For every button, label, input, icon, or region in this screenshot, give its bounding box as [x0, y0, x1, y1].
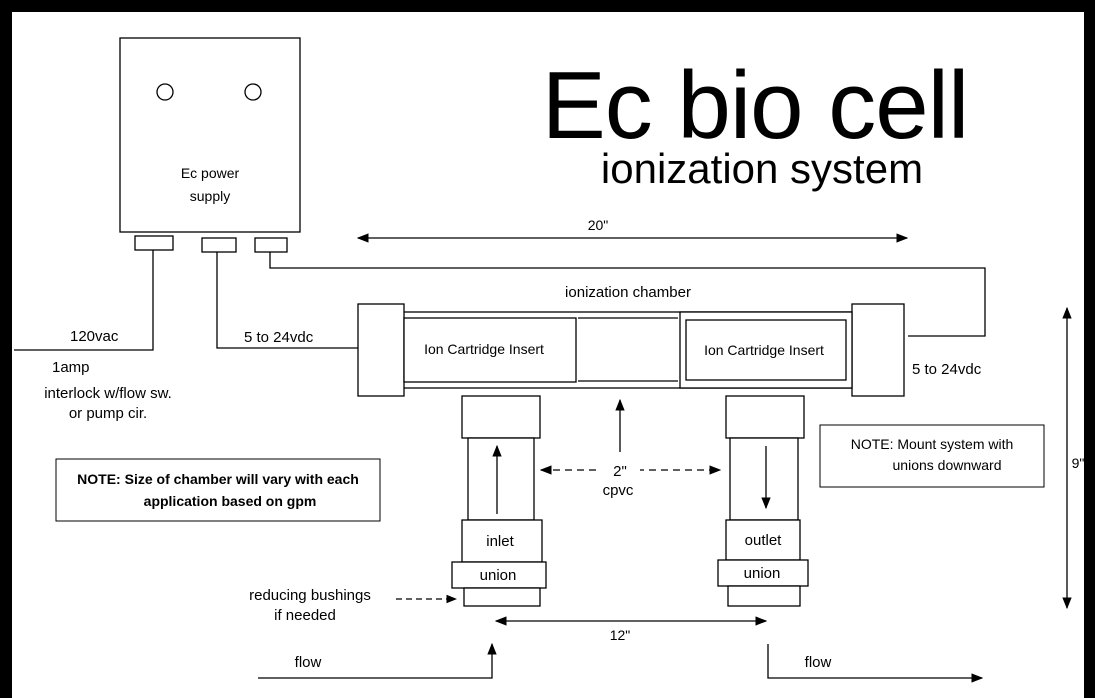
indicator-circle-right — [244, 83, 262, 101]
diagram-subtitle: ionization system — [601, 145, 923, 192]
size-note-box — [55, 458, 381, 522]
outlet-label: outlet — [745, 532, 783, 549]
pipe-size-label: 2" — [613, 463, 627, 480]
outlet-pipe-assembly — [717, 395, 809, 607]
bushing-label-1: reducing bushings — [249, 587, 371, 604]
inlet-pipe-assembly — [451, 395, 547, 607]
flow-in-label: flow — [295, 654, 322, 671]
ac-input-wire — [14, 250, 154, 351]
mount-note-box — [819, 424, 1045, 488]
power-connector-left — [134, 235, 174, 251]
left-cartridge-label: Ion Cartridge Insert — [424, 341, 544, 357]
wiring — [14, 250, 986, 351]
diagram-title: Ec bio cell — [542, 52, 969, 159]
left-dc-wire — [216, 252, 358, 349]
chamber-label: ionization chamber — [565, 284, 691, 301]
right-end-cap — [851, 303, 905, 397]
power-supply — [119, 37, 301, 253]
input-current-label: 1amp — [52, 359, 90, 376]
inlet-label: inlet — [486, 533, 514, 550]
dimension-20-label: 20" — [588, 217, 609, 233]
power-connector-middle — [201, 237, 237, 253]
pipe-material-label: cpvc — [603, 482, 634, 499]
power-connector-right — [254, 237, 288, 253]
right-cartridge-inner — [685, 319, 847, 381]
pipe-size-label-bg — [600, 461, 640, 477]
mount-note-line-2: unions downward — [893, 457, 1002, 473]
size-note-line-2: application based on gpm — [144, 493, 317, 509]
power-supply-label-1: Ec power — [181, 165, 240, 181]
right-cartridge-label: Ion Cartridge Insert — [704, 342, 824, 358]
ionization-chamber — [357, 303, 905, 397]
right-output-voltage: 5 to 24vdc — [912, 361, 982, 378]
interlock-label-1: interlock w/flow sw. — [44, 385, 172, 402]
left-end-cap — [357, 303, 405, 397]
inlet-box — [461, 519, 543, 563]
left-union-label: union — [480, 567, 517, 584]
size-note-line-1: NOTE: Size of chamber will vary with eac… — [77, 471, 359, 487]
left-cartridge-outer — [403, 317, 577, 383]
mount-note-line-1: NOTE: Mount system with — [851, 436, 1014, 452]
input-voltage-label: 120vac — [70, 328, 119, 345]
dimension-9-label: 9" — [1072, 455, 1085, 471]
left-output-voltage: 5 to 24vdc — [244, 329, 314, 346]
bushing-label-2: if needed — [274, 607, 336, 624]
indicator-circle-left — [156, 83, 174, 101]
right-union-label: union — [744, 565, 781, 582]
interlock-label-2: or pump cir. — [69, 405, 147, 422]
right-dc-wire — [269, 252, 986, 337]
outlet-box — [725, 519, 801, 561]
flow-out-arrow — [767, 644, 984, 683]
power-supply-label-2: supply — [190, 188, 230, 204]
flow-out-label: flow — [805, 654, 832, 671]
left-union — [451, 561, 547, 589]
dimension-12-label: 12" — [610, 627, 631, 643]
flow-in-arrow — [258, 642, 497, 679]
